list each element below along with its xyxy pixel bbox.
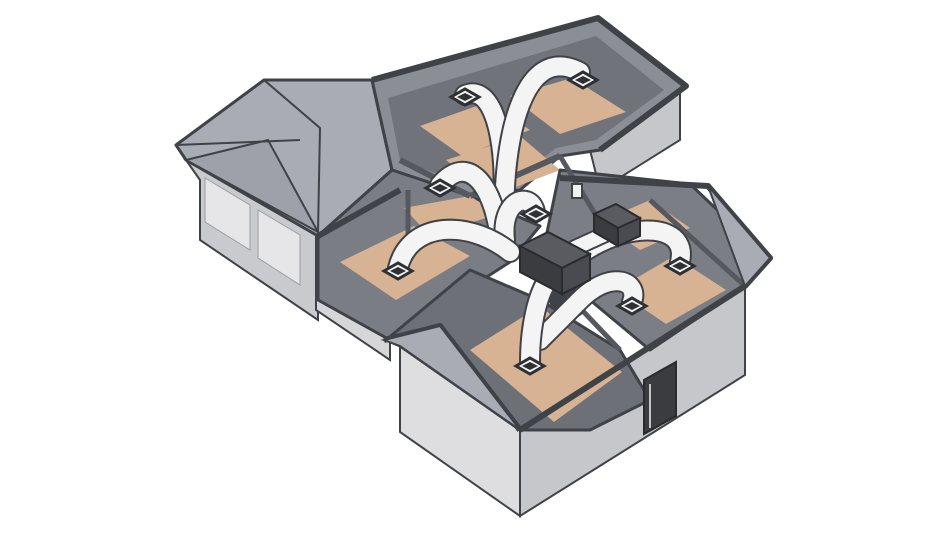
ceiling-vent-icon bbox=[380, 70, 698, 376]
exterior-grille-icon bbox=[643, 360, 677, 436]
roof-gable-edges bbox=[316, 15, 773, 433]
ventilation-unit-icon bbox=[517, 202, 643, 296]
wall-sensor-icon bbox=[571, 183, 583, 199]
